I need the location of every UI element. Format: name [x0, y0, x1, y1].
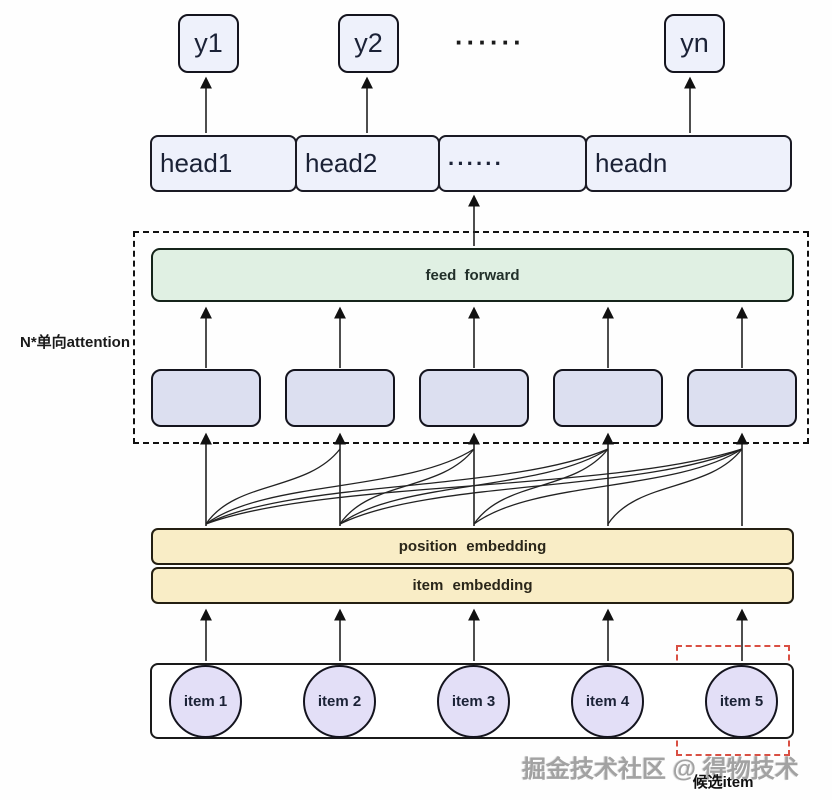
head-label-n: headn	[595, 148, 668, 178]
head-cell-n: headn	[585, 135, 792, 192]
output-label-y2: y2	[354, 28, 383, 58]
position-embedding-label: position embedding	[398, 538, 547, 555]
item-circle-3: item 3	[437, 665, 510, 738]
output-box-y2: y2	[338, 14, 399, 73]
output-box-yn: yn	[664, 14, 725, 73]
item-embedding-label: item embedding	[412, 577, 533, 594]
head-cell-1: head1	[150, 135, 297, 192]
head-ellipsis: ······	[448, 150, 504, 176]
attention-block-label: N*单向attention	[20, 334, 130, 351]
output-label-yn: yn	[680, 28, 709, 58]
feed-forward-box: feed forward	[151, 248, 794, 302]
head-label-2: head2	[305, 148, 378, 178]
attention-unit-1	[151, 369, 261, 427]
item-circle-1: item 1	[169, 665, 242, 738]
item-circle-2: item 2	[303, 665, 376, 738]
output-box-y1: y1	[178, 14, 239, 73]
output-label-y1: y1	[194, 28, 223, 58]
head-cell-2: head2	[295, 135, 440, 192]
head-label-1: head1	[160, 148, 233, 178]
item-label-3: item 3	[451, 693, 496, 710]
watermark-text: 掘金技术社区 @ 得物技术	[522, 756, 799, 783]
item-label-1: item 1	[183, 693, 228, 710]
attention-unit-3	[419, 369, 529, 427]
position-embedding-bar: position embedding	[151, 528, 794, 565]
candidate-item-label: 候选item	[692, 774, 754, 791]
item-circle-5: item 5	[705, 665, 778, 738]
head-cell-ellipsis: ······	[438, 135, 587, 192]
attention-unit-4	[553, 369, 663, 427]
causal-attention-curves	[205, 448, 743, 525]
item-label-5: item 5	[719, 693, 764, 710]
output-ellipsis: ······	[455, 26, 525, 57]
item-label-2: item 2	[317, 693, 362, 710]
item-label-4: item 4	[585, 693, 630, 710]
feed-forward-label: feed forward	[425, 266, 520, 284]
head-row: head1 head2 ······ headn	[150, 135, 792, 192]
attention-unit-5	[687, 369, 797, 427]
item-circle-4: item 4	[571, 665, 644, 738]
item-embedding-bar: item embedding	[151, 567, 794, 604]
attention-unit-2	[285, 369, 395, 427]
